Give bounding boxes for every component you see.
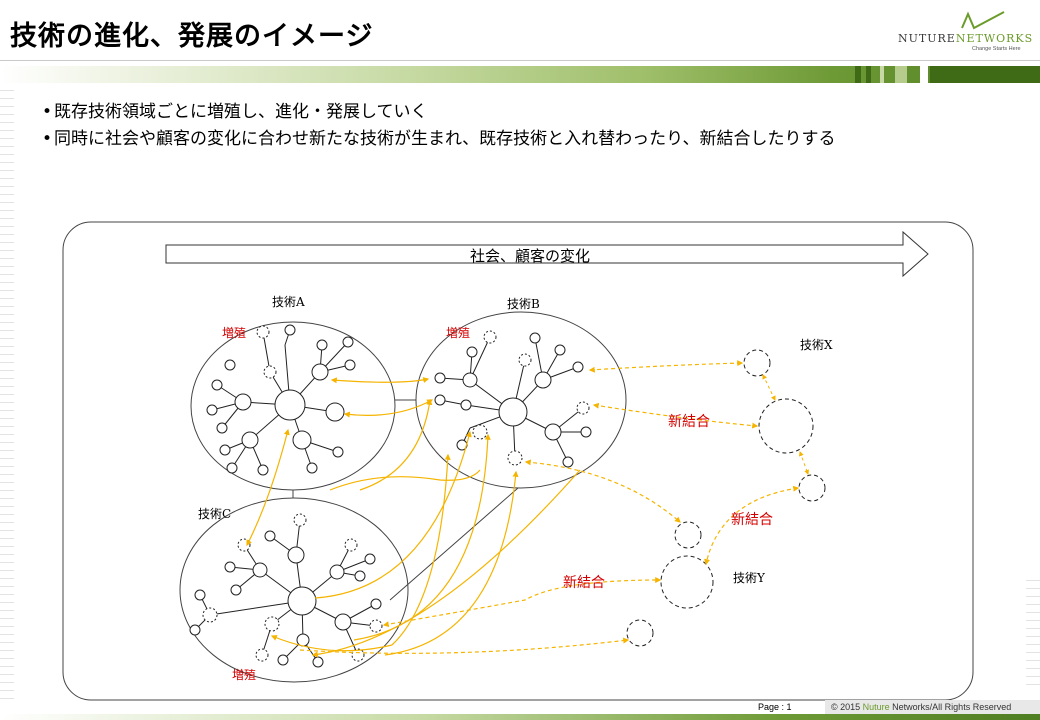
decorative-footer-bar (0, 714, 1040, 720)
copyright-prefix: © 2015 (831, 702, 863, 712)
logo-tagline: Change Starts Here (972, 46, 1021, 52)
left-ruler-decoration (0, 90, 14, 700)
bullet-item: •既存技術領域ごとに増殖し、進化・発展していく (42, 100, 1027, 124)
tech-b-label: 技術B (507, 297, 540, 311)
copyright-suffix: Networks/All Rights Reserved (889, 702, 1012, 712)
dashed-links (299, 360, 800, 654)
tech-y-small-top (674, 521, 702, 549)
tech-x-label: 技術X (800, 338, 833, 352)
new-tech-circles (626, 349, 826, 647)
connector-b-c (389, 487, 519, 601)
copyright-notice: © 2015 Nuture Networks/All Rights Reserv… (825, 700, 1040, 714)
tech-x-circle (758, 398, 814, 454)
tech-y-circle (660, 555, 714, 609)
tech-y-label: 技術Y (733, 571, 766, 585)
change-arrow-label: 社会、顧客の変化 (470, 247, 590, 265)
tech-a-tree (206, 324, 356, 476)
new-combination-label-2: 新結合 (731, 512, 773, 528)
logo-mark (961, 11, 1005, 30)
bullet-list: •既存技術領域ごとに増殖し、進化・発展していく •同時に社会や顧客の変化に合わせ… (42, 100, 1027, 154)
title-divider (0, 60, 1040, 61)
logo-wordmark: NUTURENETWORKS (898, 32, 1033, 45)
bullet-text: 同時に社会や顧客の変化に合わせ新たな技術が生まれ、既存技術と入れ替わったり、新結… (54, 129, 836, 149)
proliferation-label-c: 増殖 (232, 667, 256, 682)
tech-x-small-bottom (798, 474, 826, 502)
new-combination-label-3: 新結合 (563, 575, 605, 591)
tech-c-label: 技術C (198, 507, 231, 521)
decorative-header-bar (0, 66, 1040, 83)
x-link-2 (799, 451, 809, 475)
change-arrow (165, 230, 929, 278)
tech-x-small-top (743, 349, 771, 377)
page-title: 技術の進化、発展のイメージ (10, 21, 374, 52)
page-number: Page : 1 (758, 702, 792, 712)
logo-check-icon (961, 11, 1005, 30)
right-ruler-decoration (1026, 580, 1040, 690)
bullet-mark: • (42, 102, 53, 122)
bullet-item: •同時に社会や顧客の変化に合わせ新たな技術が生まれ、既存技術と入れ替わったり、新… (42, 127, 1027, 151)
copyright-accent: Nuture (862, 702, 890, 712)
proliferation-label-b: 増殖 (446, 325, 470, 340)
solid-links (246, 377, 581, 658)
x-link-1 (762, 374, 776, 401)
tech-a-label: 技術A (272, 295, 305, 309)
tech-y-small-bottom (626, 619, 654, 647)
bullet-mark: • (42, 129, 53, 149)
bullet-text: 既存技術領域ごとに増殖し、進化・発展していく (54, 102, 428, 122)
new-combination-label-1: 新結合 (668, 414, 710, 430)
logo-name-accent: NETWORKS (955, 32, 1034, 45)
tech-b-tree (434, 330, 592, 468)
logo-name-main: NUTURE (898, 32, 956, 45)
diagram-frame (62, 221, 974, 701)
proliferation-label-a: 増殖 (222, 325, 246, 340)
tech-c-tree (189, 513, 383, 668)
